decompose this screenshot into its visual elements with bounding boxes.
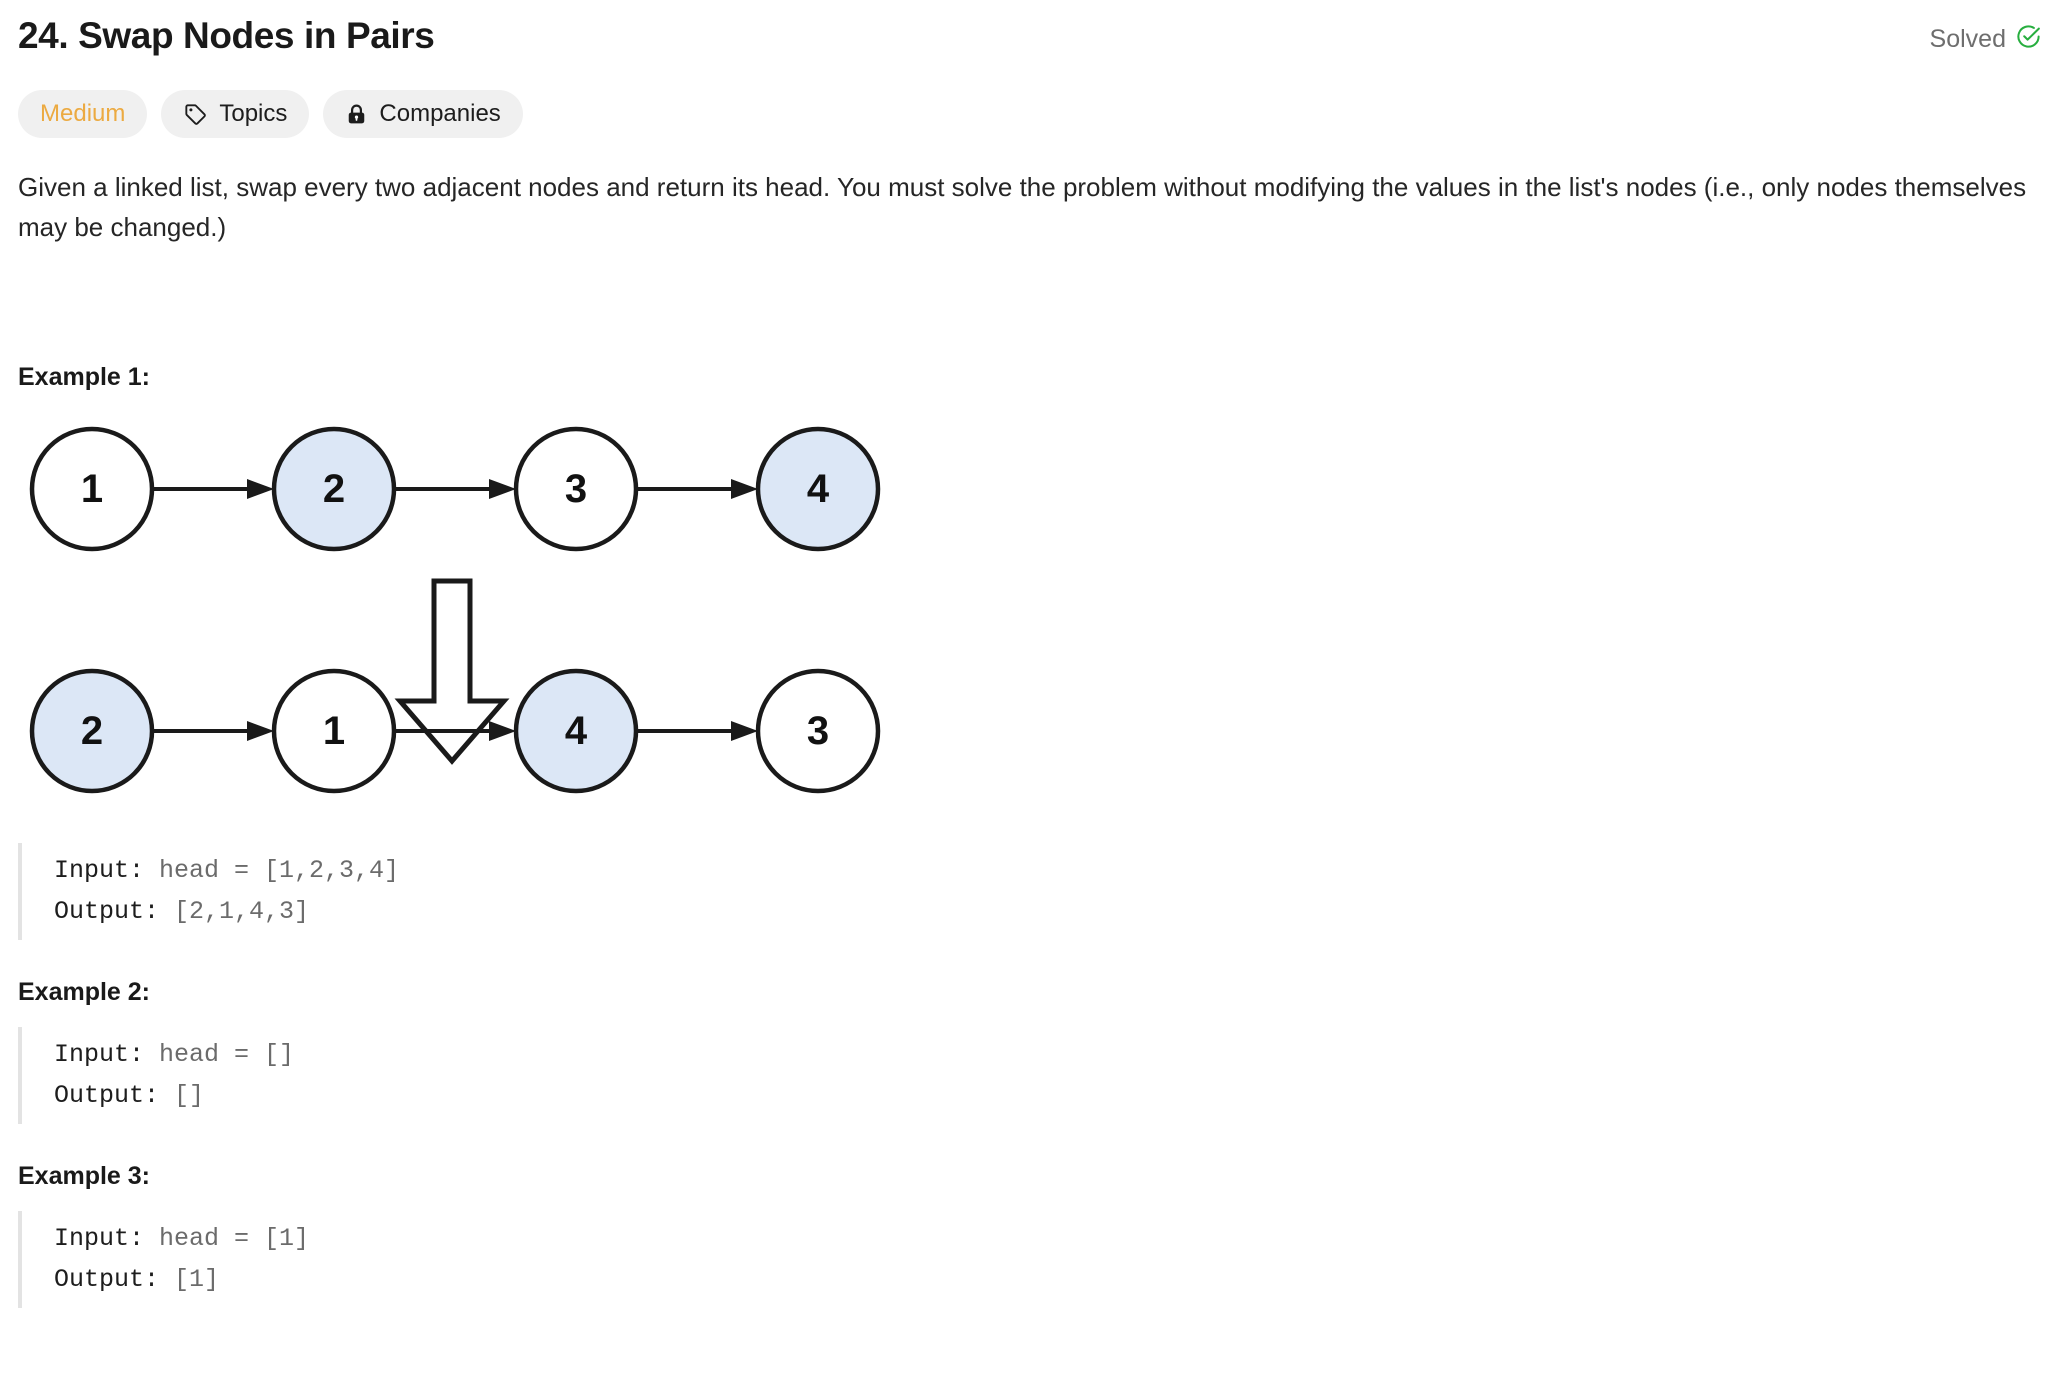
node-bottom-4-label: 3 (807, 709, 829, 753)
example-3-output-value: [1] (159, 1264, 220, 1294)
node-bottom-3: 4 (513, 669, 639, 794)
node-top-4: 4 (755, 427, 881, 552)
problem-description: Given a linked list, swap every two adja… (18, 172, 2027, 242)
status-label: Solved (1929, 24, 2006, 53)
node-bottom-1-label: 2 (81, 709, 103, 753)
difficulty-pill[interactable]: Medium (18, 90, 148, 139)
example-3-heading: Example 3: (18, 1162, 151, 1191)
example-1-input-line: Input: head = [1,2,3,4] (54, 851, 2050, 892)
bottom-row-arrows (152, 721, 758, 742)
linked-list-diagram: 1 2 3 4 (14, 416, 2050, 821)
top-row-arrows (152, 479, 758, 500)
node-top-4-label: 4 (807, 467, 830, 511)
example-3-input-value: head = [1] (144, 1224, 310, 1254)
node-top-1: 1 (29, 427, 155, 552)
example-2-output-label: Output: (54, 1080, 160, 1110)
topics-pill[interactable]: Topics (161, 90, 310, 139)
diagram-bottom-row: 2 1 4 3 (29, 669, 881, 794)
diagram-svg: 1 2 3 4 (29, 427, 881, 794)
example-1-output-value: [2,1,4,3] (159, 896, 310, 926)
page-title: 24. Swap Nodes in Pairs (18, 15, 435, 56)
node-top-1-label: 1 (81, 467, 103, 511)
meta-pill-row: Medium Topics Companies (18, 90, 2050, 139)
problem-header: 24. Swap Nodes in Pairs Solved (18, 0, 2050, 58)
topics-pill-label: Topics (219, 100, 288, 128)
example-3-output-label: Output: (54, 1264, 160, 1294)
example-1-output-label: Output: (54, 896, 160, 926)
example-2-output-value: [] (159, 1080, 205, 1110)
example-1-input-value: head = [1,2,3,4] (144, 856, 400, 886)
companies-pill[interactable]: Companies (323, 90, 523, 139)
example-1-heading: Example 1: (18, 363, 151, 392)
example-2-codeblock: Input: head = [] Output: [] (18, 1027, 2050, 1125)
node-top-3: 3 (513, 427, 639, 552)
tag-icon (183, 102, 208, 127)
difficulty-pill-label: Medium (40, 100, 126, 128)
node-bottom-3-label: 4 (565, 709, 588, 753)
lock-icon (345, 103, 368, 126)
example-2-input-value: head = [] (144, 1040, 295, 1070)
example-2-heading: Example 2: (18, 978, 151, 1007)
node-bottom-4: 3 (755, 669, 881, 794)
companies-pill-label: Companies (379, 100, 501, 128)
down-block-arrow (394, 578, 510, 766)
check-circle-icon (2015, 23, 2042, 55)
example-1-codeblock: Input: head = [1,2,3,4] Output: [2,1,4,3… (18, 843, 2050, 941)
example-3-input-line: Input: head = [1] (54, 1219, 2050, 1260)
example-3-output-line: Output: [1] (54, 1260, 2050, 1301)
node-bottom-1: 2 (29, 669, 155, 794)
example-2-output-line: Output: [] (54, 1076, 2050, 1117)
example-2-input-label: Input: (54, 1040, 145, 1070)
diagram-top-row: 1 2 3 4 (29, 427, 881, 552)
example-1-output-line: Output: [2,1,4,3] (54, 892, 2050, 933)
node-bottom-2-label: 1 (323, 709, 345, 753)
node-top-2-label: 2 (323, 467, 345, 511)
example-3-input-label: Input: (54, 1224, 145, 1254)
node-top-3-label: 3 (565, 467, 587, 511)
status-badge: Solved (1930, 23, 2042, 55)
node-bottom-2: 1 (271, 669, 397, 794)
node-top-2: 2 (271, 427, 397, 552)
example-1-input-label: Input: (54, 856, 145, 886)
example-3-codeblock: Input: head = [1] Output: [1] (18, 1211, 2050, 1309)
example-2-input-line: Input: head = [] (54, 1035, 2050, 1076)
